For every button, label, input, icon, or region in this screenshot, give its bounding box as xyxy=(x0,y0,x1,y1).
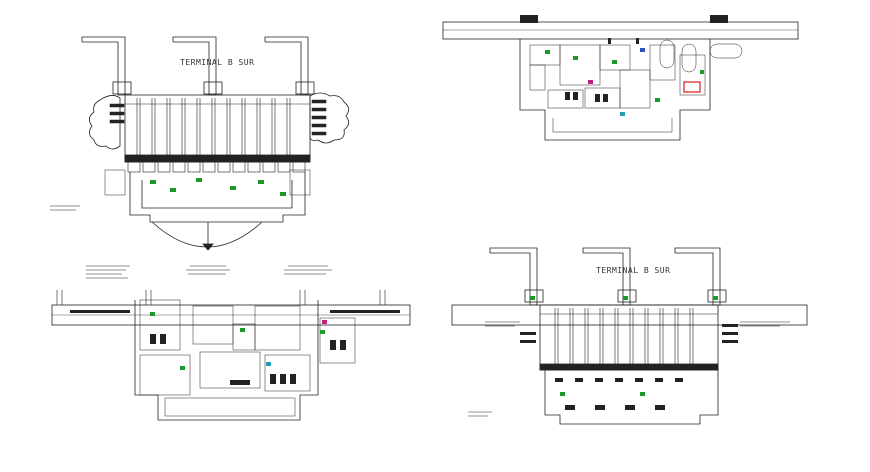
jet-bridges xyxy=(489,247,727,306)
hatched-fills xyxy=(520,15,728,102)
main-hall xyxy=(124,94,311,163)
lower-concourse xyxy=(544,370,719,425)
colored-symbols xyxy=(545,48,704,116)
bridge-stubs xyxy=(56,290,386,305)
plan-top-left xyxy=(50,36,349,251)
plan-title-top-left: TERMINAL B SUR xyxy=(180,58,255,67)
colored-symbols xyxy=(530,296,718,396)
highlight-room xyxy=(683,81,701,93)
hall-column-lines xyxy=(125,98,310,155)
hatched-fills xyxy=(520,324,738,410)
apron-arc xyxy=(151,221,263,248)
header-notes xyxy=(86,265,332,279)
revision-cloud-right xyxy=(309,92,349,144)
lower-concourse xyxy=(129,172,306,223)
main-hall xyxy=(539,304,719,371)
interior-rooms xyxy=(529,44,706,109)
plan-bottom-right xyxy=(451,247,808,425)
airside-strip xyxy=(442,21,799,40)
plan-bottom-left xyxy=(51,265,411,421)
room-fixtures xyxy=(150,178,286,196)
annotation-marks xyxy=(50,99,327,211)
plan-top-right xyxy=(442,15,799,141)
side-notes xyxy=(468,321,790,417)
interior-rooms xyxy=(139,299,356,417)
hall-column-lines xyxy=(540,308,718,364)
terminal-body xyxy=(519,39,711,141)
terminal-body xyxy=(134,300,319,421)
plan-title-bottom-right: TERMINAL B SUR xyxy=(596,266,671,275)
gate-blocks xyxy=(127,161,306,173)
colored-symbols xyxy=(150,312,327,370)
stair-cores xyxy=(659,39,743,73)
hatched-fills xyxy=(70,310,400,385)
